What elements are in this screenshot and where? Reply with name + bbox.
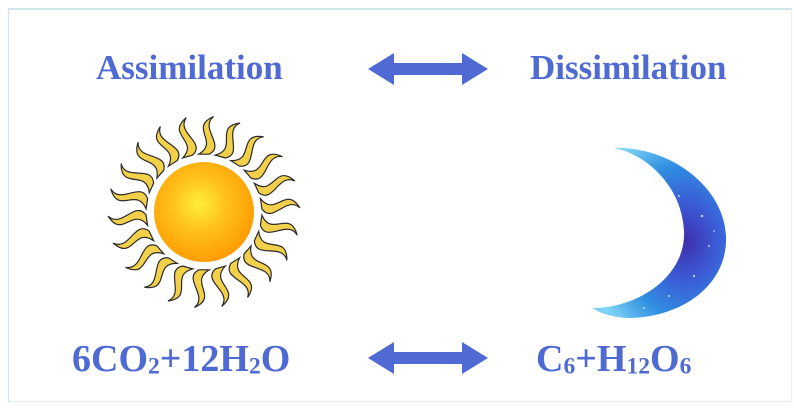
sun-ray	[144, 257, 180, 289]
sun-ray	[243, 243, 272, 282]
sun-ray	[155, 126, 180, 168]
sun-ray	[167, 265, 195, 302]
sun-ray	[125, 244, 166, 271]
products-formula: C6+H12O6	[536, 340, 691, 378]
sun-ray	[259, 196, 301, 215]
formula-subscript: 6	[563, 353, 576, 380]
sun-ray	[136, 142, 165, 181]
double-headed-arrow-icon	[368, 53, 488, 85]
sun-ray	[110, 188, 149, 212]
diagram-frame	[8, 8, 792, 402]
sun-ray	[253, 229, 288, 261]
sun-ray	[213, 122, 241, 159]
sun-ray	[228, 135, 264, 167]
formula-text: 6CO	[72, 338, 148, 380]
formula-text: O	[260, 338, 291, 380]
assimilation-label: Assimilation	[96, 48, 283, 87]
dissimilation-label: Dissimilation	[530, 48, 727, 87]
sun-ray	[178, 117, 197, 160]
formula-text: O	[650, 338, 680, 380]
sun-ray	[192, 269, 212, 309]
sun-ray	[211, 264, 230, 307]
reactants-formula: 6CO2+12H2O	[72, 340, 290, 378]
sun-ray	[120, 163, 155, 195]
formula-subscript: 2	[249, 353, 261, 380]
sun-ray	[196, 115, 216, 155]
formula-text: C	[536, 338, 564, 380]
crescent-moon-icon	[592, 147, 727, 318]
double-headed-arrow-icon	[368, 342, 488, 374]
sun-ray	[107, 209, 149, 228]
formula-subscript: 6	[679, 353, 692, 380]
sun-ray	[228, 256, 253, 298]
formula-text: +H	[575, 338, 627, 380]
sun-ray	[259, 212, 298, 236]
sun-ray	[252, 174, 296, 196]
sun-ray	[242, 153, 283, 180]
formula-subscript: 12	[626, 353, 650, 380]
formula-subscript: 2	[148, 353, 160, 380]
sun-ray	[112, 228, 156, 250]
formula-text: +12H	[159, 338, 249, 380]
sun-icon	[107, 115, 301, 309]
